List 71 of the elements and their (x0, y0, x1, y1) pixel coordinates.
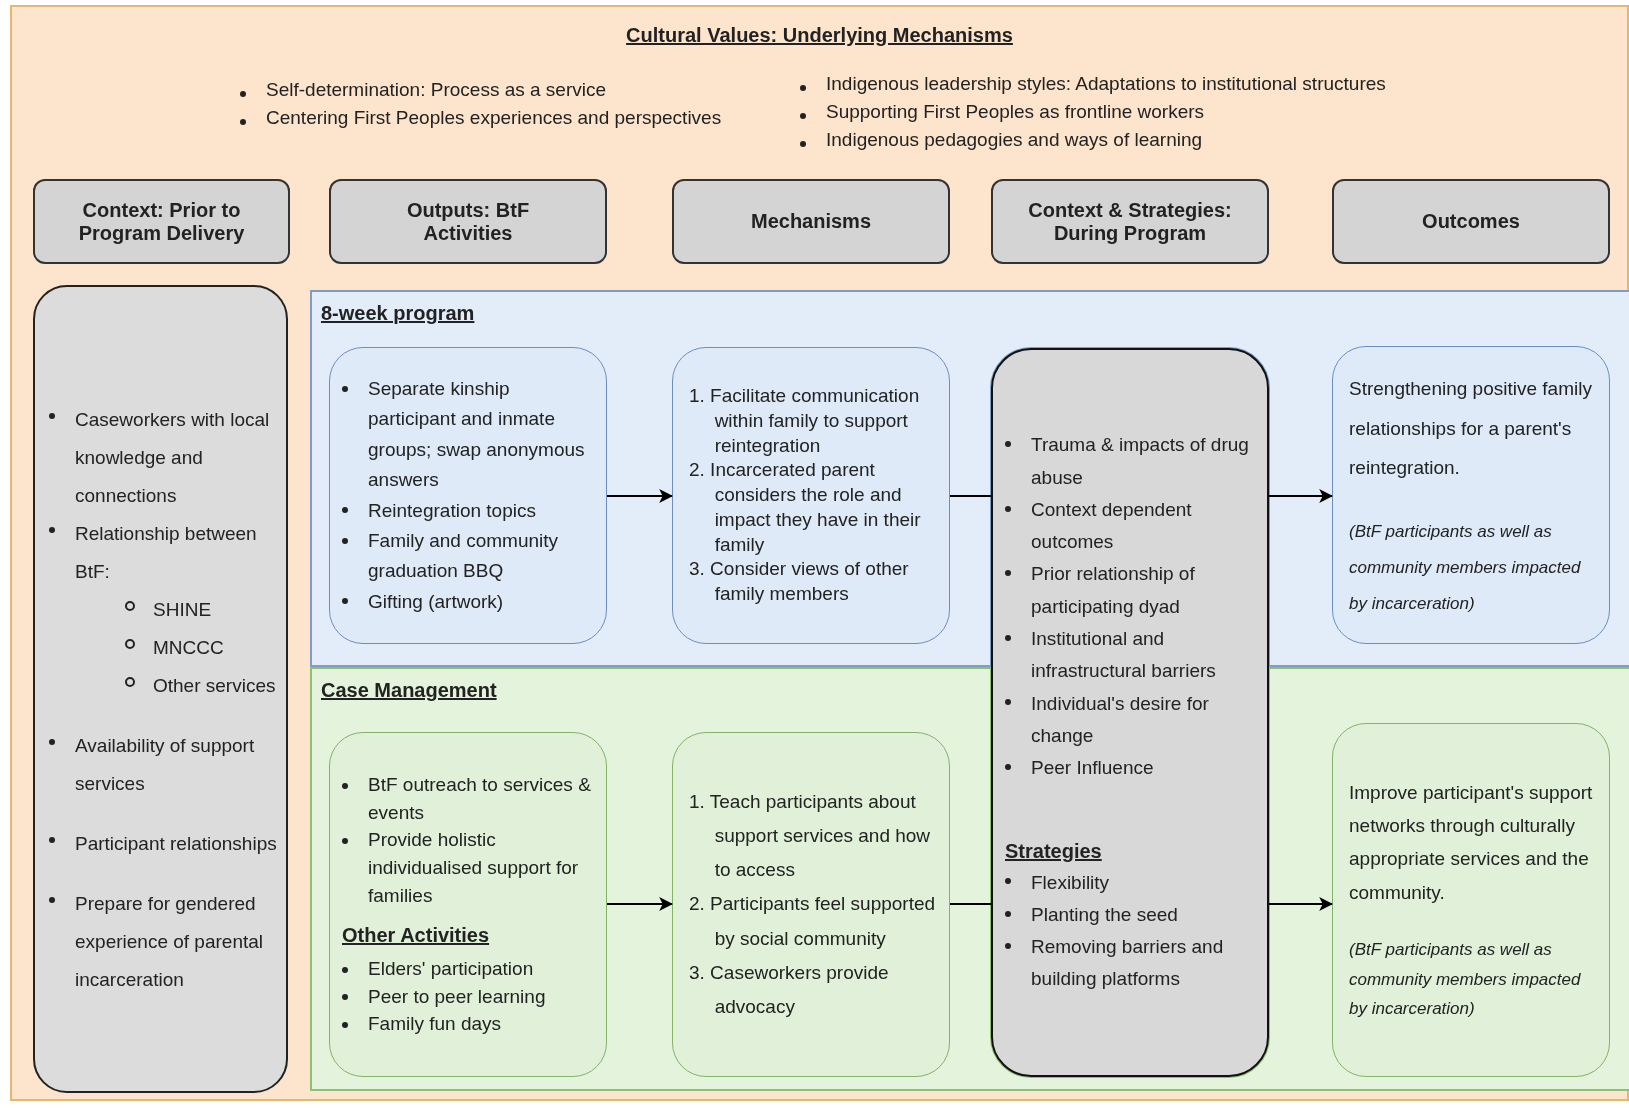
bullet-item: Family and community graduation BBQ (334, 525, 596, 587)
panel-heading: Cultural Values: Underlying Mechanisms (626, 24, 1013, 47)
bullet-item: Planting the seed (997, 898, 1257, 932)
bullet-item: Trauma & impacts of drug abuse (997, 429, 1257, 494)
header-label: Outcomes (1421, 210, 1521, 233)
bullet-item: Self-determination: Process as a service (232, 79, 607, 101)
background-panel (10, 5, 1629, 1101)
bullet-item: Provide holistic individualised support for families (334, 826, 598, 910)
arrow (606, 489, 674, 503)
sub-bullet-item: Other services (41, 667, 278, 705)
arrow (1268, 897, 1334, 911)
bullet-item: BtF outreach to services & events (334, 771, 598, 827)
bullet-item: Relationship between BtF: (41, 515, 278, 591)
column-header (672, 179, 950, 264)
sub-bullet-item: SHINE (41, 591, 278, 629)
activity-box (672, 732, 950, 1077)
activity-box (1332, 346, 1610, 644)
header-label: Outputs: BtF Activities (405, 198, 531, 245)
bullet-item: Prepare for gendered experience of parental incarceration (41, 885, 278, 999)
outcome-text: Strengthening positive family relationships for a parent's reintegration. (1349, 376, 1593, 481)
section-heading: 8-week program (321, 302, 475, 325)
activity-box (1332, 723, 1610, 1077)
bullet-item: Family fun days (334, 1010, 598, 1038)
section-heading: Strategies (1005, 838, 1103, 864)
header-label: Mechanisms (749, 210, 873, 233)
connector-line (949, 495, 992, 497)
bullet-item: Gifting (artwork) (334, 586, 596, 618)
bullet-item: Supporting First Peoples as frontline workers (792, 101, 1205, 123)
activity-box (329, 732, 607, 1077)
bullet-item: Flexibility (997, 866, 1257, 899)
connector-line (949, 903, 992, 905)
numbered-item: 1. Teach participants about support services and how to access (689, 789, 932, 883)
header-label: Context & Strategies: During Program (1027, 198, 1233, 245)
bullet-item: Institutional and infrastructural barriers (997, 623, 1257, 688)
sub-bullet-item: MNCCC (41, 629, 278, 667)
section-heading: Case Management (321, 679, 497, 702)
column-header (33, 179, 290, 264)
bullet-item: Prior relationship of participating dyad (997, 558, 1257, 624)
column-header (1332, 179, 1610, 264)
context-panel (33, 285, 288, 1093)
bullet-item: Reintegration topics (334, 495, 596, 526)
bullet-item: Centering First Peoples experiences and perspectives (232, 107, 722, 129)
section-heading: Other Activities (342, 923, 491, 949)
bullet-item: Elders' participation (334, 955, 598, 983)
numbered-item: 3. Caseworkers provide advocacy (689, 960, 890, 1019)
activity-box (672, 347, 950, 644)
bullet-item: Peer Influence (997, 752, 1257, 785)
numbered-item: 2. Incarcerated parent considers the role and impact they have in their family (689, 458, 922, 557)
bullet-item: Removing barriers and building platforms (997, 931, 1257, 996)
bullet-item: Indigenous pedagogies and ways of learning (792, 129, 1203, 151)
outcome-text: Improve participant's support networks through culturally appropriate services and the community. (1349, 780, 1594, 905)
arrow (1268, 489, 1334, 503)
note-text: (BtF participants as well as community members impacted by incarceration) (1349, 938, 1582, 1021)
activity-box (329, 347, 607, 644)
bullet-item: Context dependent outcomes (997, 493, 1257, 559)
bullet-item: Availability of support services (41, 727, 278, 803)
arrow (606, 897, 674, 911)
note-text: (BtF participants as well as community members impacted by incarceration) (1349, 521, 1582, 615)
bullet-item: Indigenous leadership styles: Adaptations to institutional structures (792, 73, 1386, 95)
bullet-item: Peer to peer learning (334, 982, 598, 1011)
bullet-item: Separate kinship participant and inmate groups; swap anonymous answers (334, 373, 596, 496)
numbered-item: 3. Consider views of other family members (689, 557, 910, 606)
header-label: Context: Prior to Program Delivery (77, 198, 246, 245)
bullet-item: Caseworkers with local knowledge and connections (41, 401, 278, 515)
numbered-item: 1. Facilitate communication within family to support reintegration (689, 384, 921, 458)
bullet-item: Participant relationships (41, 825, 278, 863)
numbered-item: 2. Participants feel supported by social community (689, 892, 937, 951)
column-header (991, 179, 1269, 264)
bullet-item: Individual's desire for change (997, 687, 1257, 753)
strategy-panel (991, 348, 1269, 1077)
column-header (329, 179, 607, 264)
